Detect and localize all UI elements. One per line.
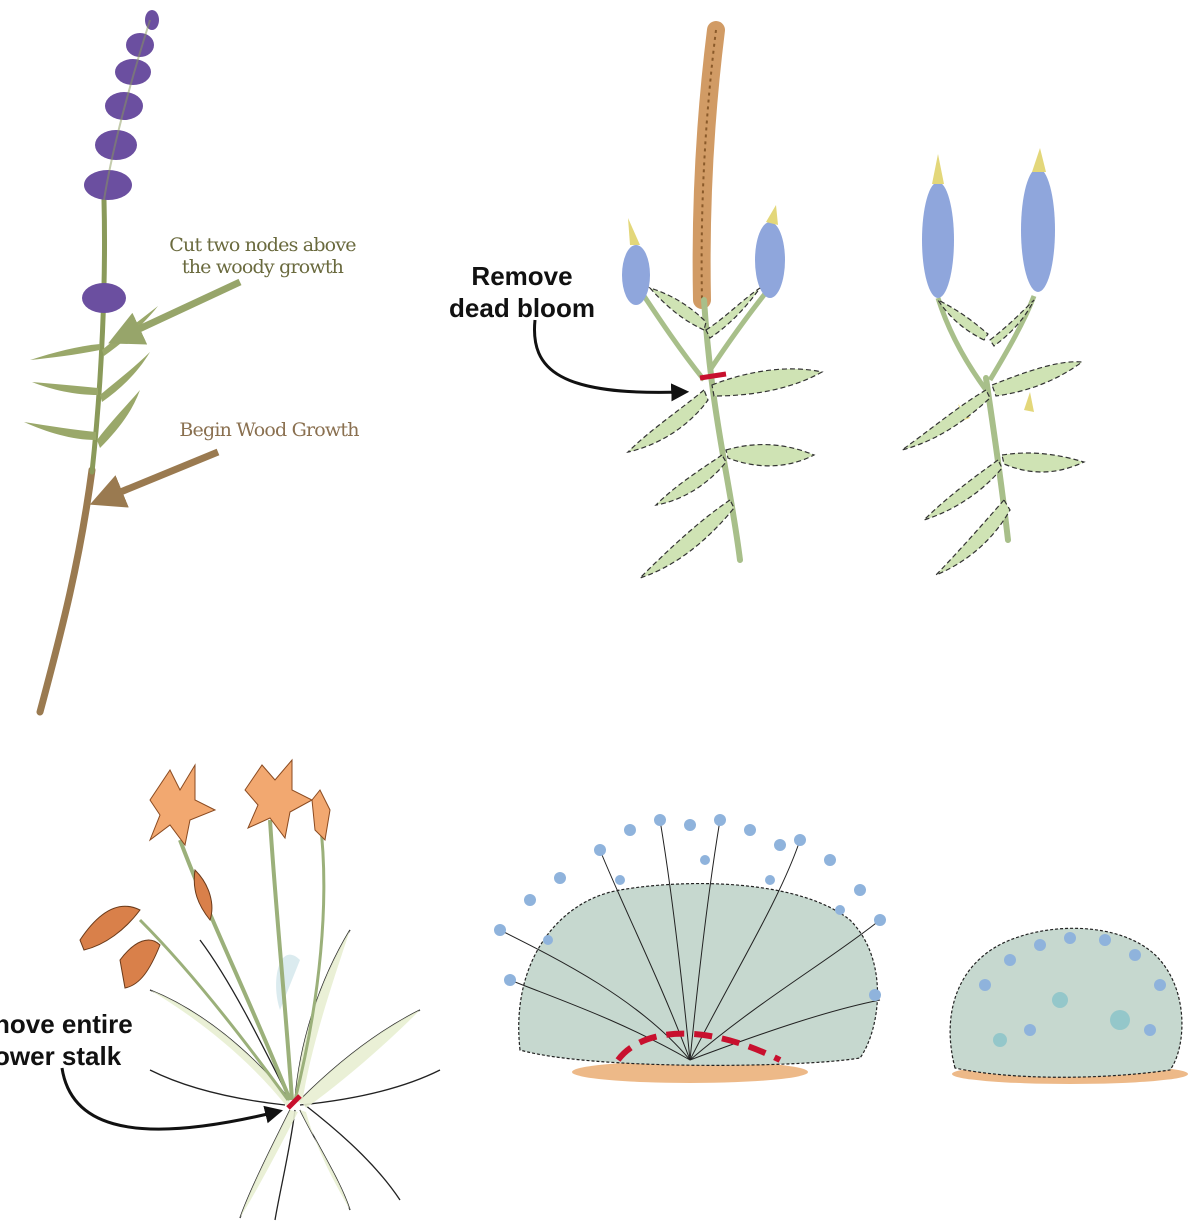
shrub-before xyxy=(494,814,886,1083)
remove-flower-stalk-line-1: nove entire xyxy=(0,1008,164,1040)
daylily-foliage xyxy=(150,930,440,1220)
veronica-blue-spike xyxy=(1021,168,1055,292)
lavender-green-stem xyxy=(92,200,105,472)
cut-label-line-1: Cut two nodes above xyxy=(160,234,365,256)
remove-dead-bloom-arrow xyxy=(534,320,682,392)
veronica-after xyxy=(902,148,1084,575)
remove-dead-bloom-line-1: Remove xyxy=(424,260,620,292)
shrub-after xyxy=(950,928,1188,1084)
cut-mark xyxy=(700,374,726,378)
lavender-woody-stem xyxy=(40,470,92,712)
lavender-flowers xyxy=(82,10,159,313)
remove-flower-stalk-label: nove entire ower stalk xyxy=(0,1008,164,1072)
daylily-spent-bloom xyxy=(80,870,212,988)
cut-arrow xyxy=(124,282,240,336)
lavender-sprig xyxy=(24,10,240,712)
cut-label-line-2: the woody growth xyxy=(160,256,365,278)
remove-dead-bloom-line-2: dead bloom xyxy=(424,292,620,324)
shrub-mound xyxy=(519,884,878,1066)
wood-label: Begin Wood Growth xyxy=(164,419,374,441)
veronica-blue-spike xyxy=(622,245,650,305)
veronica-blue-spike xyxy=(922,182,954,298)
wood-label-text: Begin Wood Growth xyxy=(164,419,374,441)
remove-dead-bloom-label: Remove dead bloom xyxy=(424,260,620,324)
veronica-leaves xyxy=(628,288,822,578)
daylily xyxy=(62,760,440,1220)
wood-arrow xyxy=(106,452,218,498)
daylily-flower xyxy=(150,760,330,845)
veronica-blue-spike xyxy=(755,222,785,298)
cut-label: Cut two nodes above the woody growth xyxy=(160,234,365,278)
remove-flower-stalk-line-2: ower stalk xyxy=(0,1040,164,1072)
